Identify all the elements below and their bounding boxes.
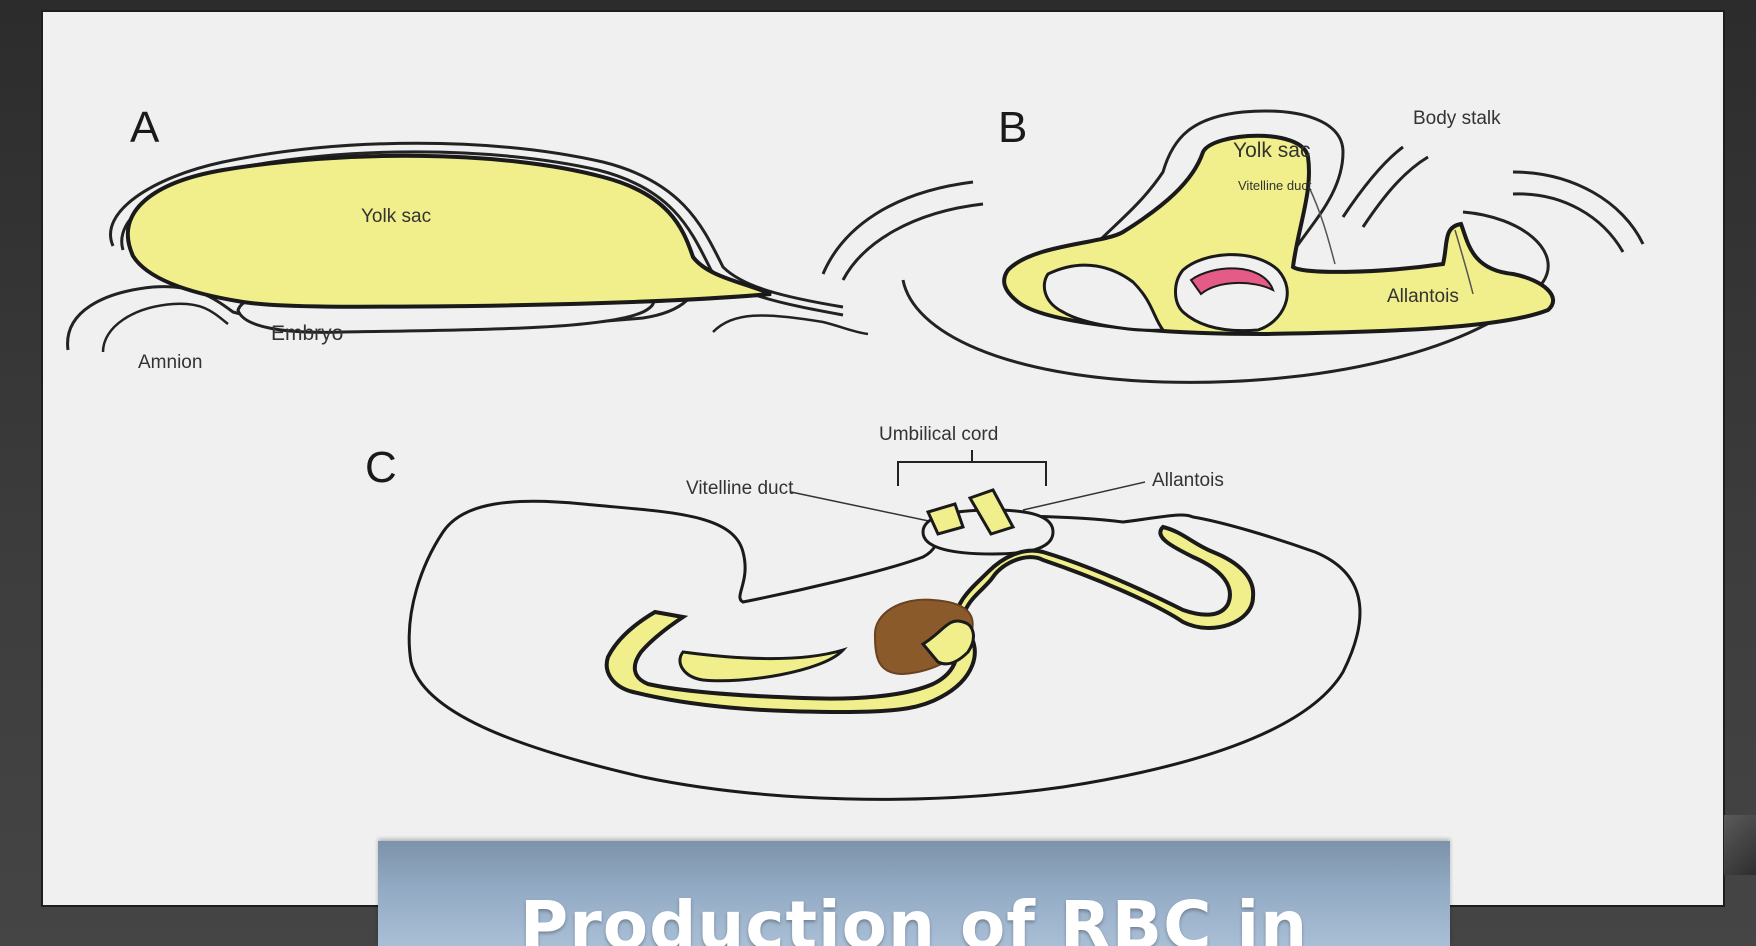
yolk-sac-shape-a <box>128 156 771 307</box>
title-banner: Production of RBC in <box>378 841 1450 946</box>
panel-c-umbilical-cord-label: Umbilical cord <box>879 424 998 445</box>
panel-a-letter: A <box>130 103 160 152</box>
panel-a-yolk-sac-label: Yolk sac <box>361 206 431 227</box>
panel-a: A Yolk sac Embryo Amnion <box>68 103 868 373</box>
panel-b-vitelline-duct-label: Vitelline duct <box>1238 178 1312 193</box>
panel-a-embryo-label: Embryo <box>271 322 343 345</box>
panel-c: C Umbilical cord Vitelline duct Allantoi… <box>365 424 1360 799</box>
panel-b-letter: B <box>998 103 1027 152</box>
panel-c-allantois-label: Allantois <box>1152 470 1224 491</box>
panel-b-yolk-sac-label: Yolk sac <box>1233 139 1310 162</box>
slide-corner-decoration <box>1724 815 1756 875</box>
panel-a-amnion-label: Amnion <box>138 352 202 373</box>
panel-b-body-stalk-label: Body stalk <box>1413 108 1501 129</box>
slide-canvas: A Yolk sac Embryo Amnion B <box>43 12 1723 905</box>
slide-title: Production of RBC in <box>378 887 1450 946</box>
panel-c-letter: C <box>365 443 397 492</box>
panel-b: B Yolk sac <box>823 103 1643 382</box>
embryo-diagram: A Yolk sac Embryo Amnion B <box>43 12 1723 905</box>
panel-b-allantois-label: Allantois <box>1387 286 1459 307</box>
panel-c-vitelline-duct-label: Vitelline duct <box>686 478 794 499</box>
